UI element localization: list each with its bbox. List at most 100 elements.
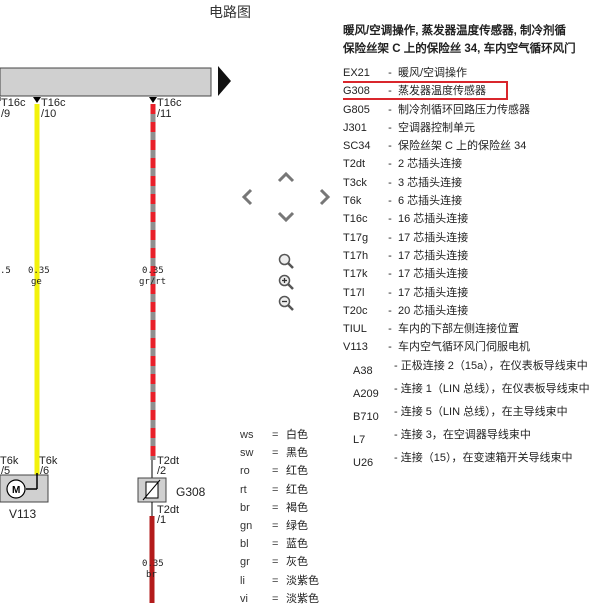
legend-item-description: 暖风/空调操作	[398, 67, 468, 79]
connection-description: - 正极连接 2（15a），在仪表板导线束中	[394, 359, 588, 372]
legend-connection-a209[interactable]: A209- 连接 1（LIN 总线），在仪表板导线束中	[343, 380, 600, 403]
legend-connection-u26[interactable]: U26- 连接（15），在变速箱开关导线束中	[343, 449, 600, 472]
legend-item-description: 2 芯插头连接	[398, 158, 463, 171]
legend-item-sc34[interactable]: SC34-保险丝架 C 上的保险丝 34	[343, 137, 600, 155]
control-unit-bar	[0, 67, 212, 97]
legend-item-code: T17g	[343, 231, 369, 244]
legend-item-description: 6 芯插头连接	[398, 195, 463, 208]
legend-item-code: T20c	[343, 304, 368, 317]
color-code: li	[240, 574, 245, 587]
page-title: 电路图	[209, 4, 251, 20]
legend-item-description: 车内的下部左侧连接位置	[398, 323, 519, 336]
color-code: sw	[240, 447, 254, 460]
legend-item-separator: -	[388, 176, 392, 189]
legend-connection-l7[interactable]: L7- 连接 3，在空调器导线束中	[343, 426, 600, 449]
sensor-label: G308	[176, 485, 206, 499]
legend-item-t16c[interactable]: T16c- 16 芯插头连接	[343, 210, 600, 228]
pin-marker-w3	[149, 97, 157, 103]
legend-item-code: T17l	[343, 286, 365, 299]
chevron-left-icon[interactable]	[236, 186, 258, 208]
color-legend-row: ws=白色	[240, 426, 319, 444]
zoom-out-icon[interactable]	[275, 292, 297, 314]
color-name: 淡紫色	[286, 592, 319, 605]
circuit-diagram: T16c /9 T16c /10 T16c /11 .5 0.35 ge 0.3…	[0, 66, 231, 603]
chevron-down-icon[interactable]	[275, 206, 297, 228]
chevron-up-icon[interactable]	[275, 166, 297, 188]
color-code: gr	[240, 556, 250, 569]
equals-sign: =	[272, 501, 279, 514]
magnifier-icon[interactable]	[275, 250, 297, 272]
legend-item-t6k[interactable]: T6k- 6 芯插头连接	[343, 192, 600, 210]
legend-item-description: 20 芯插头连接	[398, 304, 469, 317]
legend-item-separator: -	[388, 158, 392, 171]
color-code: ro	[240, 465, 250, 478]
equals-sign: =	[272, 447, 279, 460]
legend-item-separator: -	[388, 231, 392, 244]
color-name: 绿色	[286, 519, 308, 532]
equals-sign: =	[272, 556, 279, 569]
legend-item-t2dt[interactable]: T2dt- 2 芯插头连接	[343, 155, 600, 173]
equals-sign: =	[272, 465, 279, 478]
legend-item-separator: -	[388, 341, 392, 354]
connection-description: - 连接 1（LIN 总线），在仪表板导线束中	[394, 382, 590, 395]
legend-connection-b710[interactable]: B710- 连接 5（LIN 总线），在主导线束中	[343, 403, 600, 426]
legend-item-description: 17 芯插头连接	[398, 286, 469, 299]
color-code: ws	[240, 429, 254, 441]
legend-item-g805[interactable]: G805-制冷剂循环回路压力传感器	[343, 101, 600, 119]
color-code: rt	[240, 483, 247, 496]
legend-item-j301[interactable]: J301- 空调器控制单元	[343, 119, 600, 137]
expand-arrow-icon[interactable]	[218, 66, 231, 96]
color-name: 灰色	[286, 556, 308, 569]
legend-item-code: T3ck	[343, 176, 367, 189]
conn-t6k-b-name: T6k	[39, 455, 58, 467]
legend-item-separator: -	[388, 121, 392, 134]
color-legend-row: rt=红色	[240, 481, 319, 499]
legend-item-t20c[interactable]: T20c- 20 芯插头连接	[343, 302, 600, 320]
legend-item-description: 车内空气循环风门伺服电机	[398, 341, 530, 354]
legend-item-t17k[interactable]: T17k- 17 芯插头连接	[343, 265, 600, 283]
legend-item-t17g[interactable]: T17g- 17 芯插头连接	[343, 229, 600, 247]
conn-t2dt-bottom-pin: /1	[157, 514, 166, 526]
conn-w2-name: T16c	[41, 97, 66, 109]
legend-item-description: 蒸发器温度传感器	[398, 85, 486, 98]
color-name: 红色	[286, 483, 308, 496]
conn-t6k-b-pin: /6	[40, 465, 49, 477]
legend-item-separator: -	[388, 323, 392, 336]
color-name: 淡紫色	[286, 574, 319, 587]
legend-item-t17l[interactable]: T17l- 17 芯插头连接	[343, 284, 600, 302]
legend-connection-a38[interactable]: A38- 正极连接 2（15a），在仪表板导线束中	[343, 357, 600, 380]
connection-code: B710	[353, 410, 379, 423]
legend-item-code: T17h	[343, 249, 369, 262]
legend-item-separator: -	[388, 85, 392, 98]
legend-item-code: EX21	[343, 67, 370, 79]
legend-item-t17h[interactable]: T17h- 17 芯插头连接	[343, 247, 600, 265]
legend-item-code: V113	[343, 341, 368, 354]
legend-item-separator: -	[388, 268, 392, 281]
wire2-color: ge	[31, 277, 42, 287]
conn-t2dt-top-name: T2dt	[157, 455, 179, 467]
legend-item-t3ck[interactable]: T3ck- 3 芯插头连接	[343, 174, 600, 192]
equals-sign: =	[272, 574, 279, 587]
legend-item-v113[interactable]: V113 -车内空气循环风门伺服电机	[343, 338, 600, 356]
legend-item-separator: -	[388, 140, 392, 153]
legend-item-tiul[interactable]: TIUL-车内的下部左侧连接位置	[343, 320, 600, 338]
motor-symbol: M	[12, 485, 20, 496]
equals-sign: =	[272, 538, 279, 551]
color-code: vi	[240, 592, 248, 605]
connection-code: U26	[353, 456, 374, 469]
motor-label: V113	[9, 507, 36, 521]
zoom-in-icon[interactable]	[275, 271, 297, 293]
color-code: bl	[240, 538, 249, 551]
legend-item-ex21[interactable]: EX21- 暖风/空调操作	[343, 64, 600, 82]
legend-item-description: 17 芯插头连接	[398, 268, 469, 281]
chevron-right-icon[interactable]	[314, 186, 336, 208]
legend-item-g308[interactable]: G308- 蒸发器温度传感器	[343, 81, 600, 101]
equals-sign: =	[272, 592, 279, 605]
pin-marker-w2	[33, 97, 41, 103]
conn-w2-pin: /10	[41, 108, 56, 120]
equals-sign: =	[272, 429, 279, 441]
legend-item-description: 17 芯插头连接	[398, 249, 469, 262]
conn-w1-name: T16c	[1, 97, 26, 109]
